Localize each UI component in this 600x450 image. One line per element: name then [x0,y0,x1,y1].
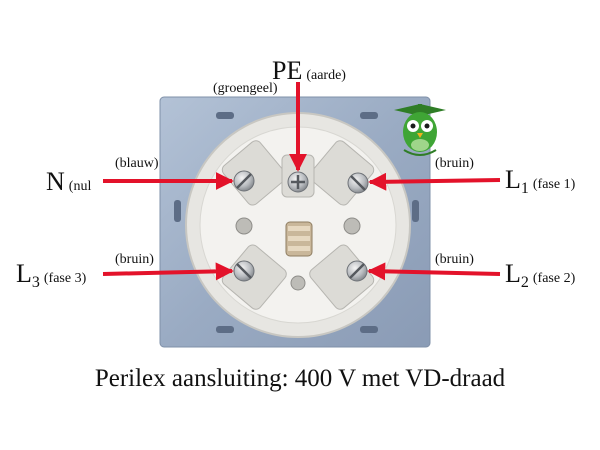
label-l2-color: (bruin) [435,252,474,267]
diagram-caption: Perilex aansluiting: 400 V met VD-draad [94,365,506,392]
arrow-l2 [367,262,501,281]
plate-slot [216,112,234,119]
screw-terminal-icon [347,172,369,194]
label-pe-note: (aarde) [306,68,346,83]
plate-slot [360,326,378,333]
label-l3-sub: 3 [31,274,40,291]
label-l3-color: (bruin) [115,252,154,267]
label-l1-color: (bruin) [435,156,474,171]
label-pe-color: (groengeel) [213,81,278,96]
label-l1-note: (fase 1) [532,177,576,192]
label-l1: L1 (fase 1) [505,165,576,197]
plate-slot [216,326,234,333]
label-n: N (nul [46,169,91,195]
label-l3-main: L [16,259,32,288]
label-l2-sub: 2 [520,274,529,291]
arrow-l1 [368,172,501,191]
owl-mascot-icon [394,104,446,156]
screw-terminal-icon [346,260,368,282]
label-n-main: N [46,167,65,196]
label-l2-main: L [505,259,521,288]
label-l1-main: L [505,165,521,194]
screw-terminal-icon [233,170,255,192]
label-l2: L2 (fase 2) [505,259,576,291]
terminal-housing-l3 [221,244,287,310]
arrow-l3 [102,262,234,281]
label-l3-note: (fase 3) [43,271,87,286]
screw-terminal-icon [233,260,255,282]
plate-slot [412,200,419,222]
label-l2-note: (fase 2) [532,271,576,286]
label-pe-main: PE [272,56,303,85]
socket-hole [290,275,306,291]
label-l1-sub: 1 [520,180,529,197]
socket-hole [235,217,253,235]
label-n-color: (blauw) [115,156,159,171]
label-l3: L3 (fase 3) [16,259,87,291]
label-pe: PE (aarde) [272,58,346,84]
label-n-note: (nul [68,179,92,194]
plate-slot [174,200,181,222]
screw-terminal-icon [287,171,309,193]
plate-slot [360,112,378,119]
socket-hole [343,217,361,235]
